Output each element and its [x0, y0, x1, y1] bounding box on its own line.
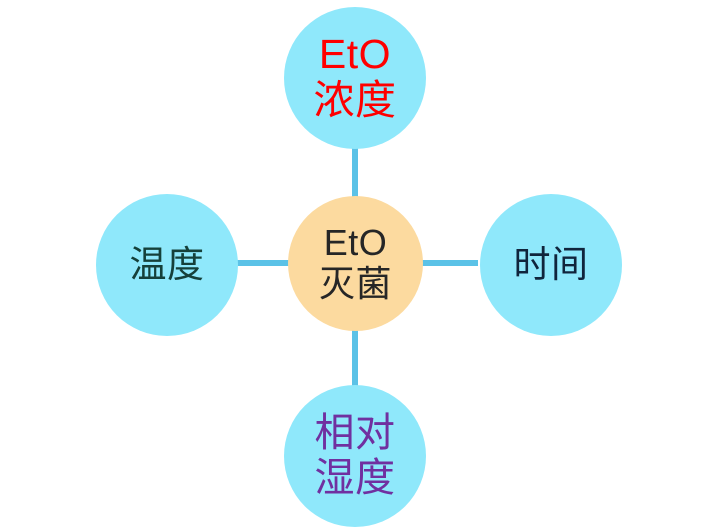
- node-relative-humidity-line2: 湿度: [314, 456, 396, 500]
- connector-center-to-bottom: [352, 326, 358, 386]
- node-eto-concentration-line1: EtO: [318, 31, 392, 78]
- node-time-label: 时间: [513, 244, 589, 286]
- node-temperature[interactable]: 温度: [96, 194, 238, 336]
- connector-center-to-top: [352, 142, 358, 200]
- connector-center-to-left: [232, 260, 290, 266]
- node-eto-concentration[interactable]: EtO 浓度: [284, 7, 426, 149]
- node-relative-humidity[interactable]: 相对 湿度: [284, 385, 426, 527]
- connector-center-to-right: [420, 260, 478, 266]
- node-eto-sterilization-line1: EtO: [323, 222, 388, 264]
- node-temperature-label: 温度: [129, 244, 205, 286]
- node-eto-sterilization-line2: 灭菌: [318, 262, 392, 304]
- node-eto-sterilization[interactable]: EtO 灭菌: [288, 196, 423, 331]
- node-time[interactable]: 时间: [480, 194, 622, 336]
- node-relative-humidity-line1: 相对: [314, 411, 396, 456]
- node-eto-concentration-line2: 浓度: [313, 77, 397, 123]
